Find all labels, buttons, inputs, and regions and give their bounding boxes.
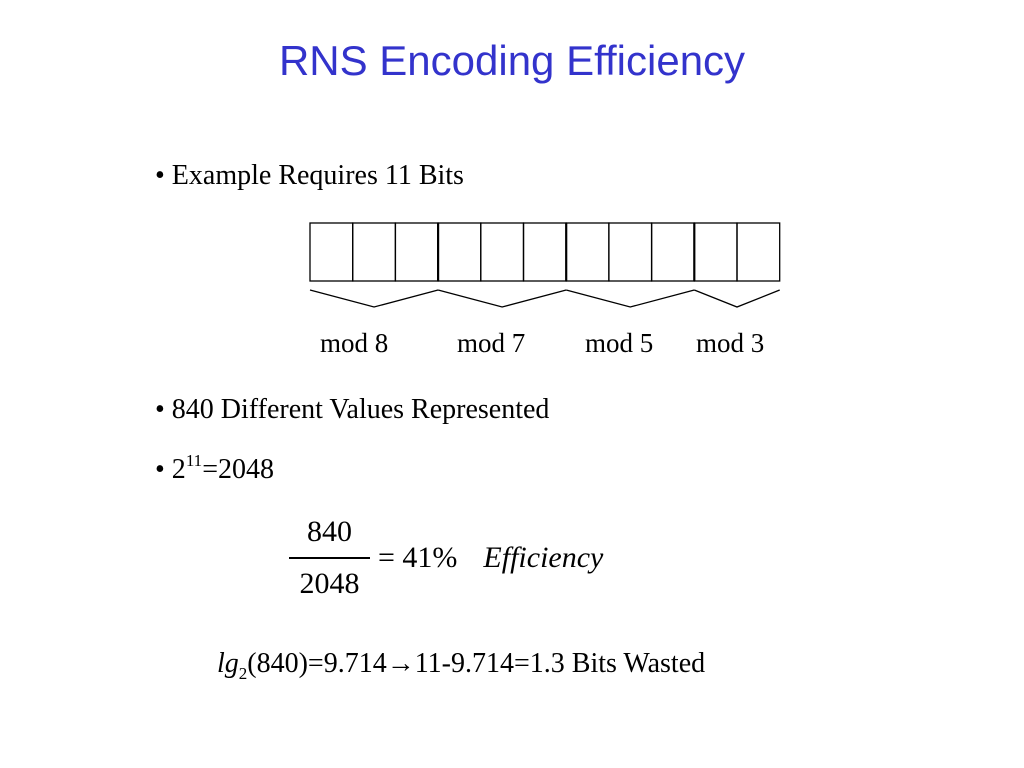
bit-cell [352,222,397,282]
group-label-mod-7: mod 7 [457,328,526,358]
group-braces [309,289,780,308]
fraction-numerator: 840 [307,515,352,548]
group-label-mod-5: mod 5 [585,328,654,358]
bit-cell [437,222,482,282]
waste-expression: (840)=9.714→11-9.714=1.3 Bits Wasted [247,648,706,679]
group-brace [566,289,695,308]
efficiency-result: = 41% Efficiency [378,543,603,573]
fraction-bar [289,557,370,559]
slide-title: RNS Encoding Efficiency [278,37,746,84]
bit-cell [522,222,567,282]
group-label-mod-3: mod 3 [696,328,765,358]
bit-cell [480,222,525,282]
bit-cell [736,222,781,282]
bits-wasted-equation: lg2(840)=9.714→11-9.714=1.3 Bits Wasted [217,648,706,683]
power-exponent: 11 [185,451,203,470]
bit-cell [608,222,653,282]
log-function: lg [217,648,239,679]
bit-cell [693,222,738,282]
power-base: • 2 [155,454,186,485]
bullet-power-of-two: • 211=2048 [155,452,274,484]
bit-cell [309,222,354,282]
bit-cell [650,222,695,282]
bit-cell [394,222,439,282]
bit-cell [565,222,610,282]
efficiency-label: Efficiency [483,541,604,574]
group-brace [437,289,567,308]
bullet-bits-required: • Example Requires 11 Bits [155,160,464,191]
log-base: 2 [238,664,248,683]
bullet-values-represented: • 840 Different Values Represented [155,394,550,425]
fraction-denominator: 2048 [299,567,360,600]
group-label-mod-8: mod 8 [320,328,389,358]
efficiency-fraction: 840 2048 [287,517,372,599]
group-brace [694,289,780,308]
power-result: =2048 [202,454,274,485]
bit-cells [309,222,781,282]
bit-register-diagram [309,222,781,308]
efficiency-value: = 41% [378,541,458,574]
group-brace [309,289,439,308]
